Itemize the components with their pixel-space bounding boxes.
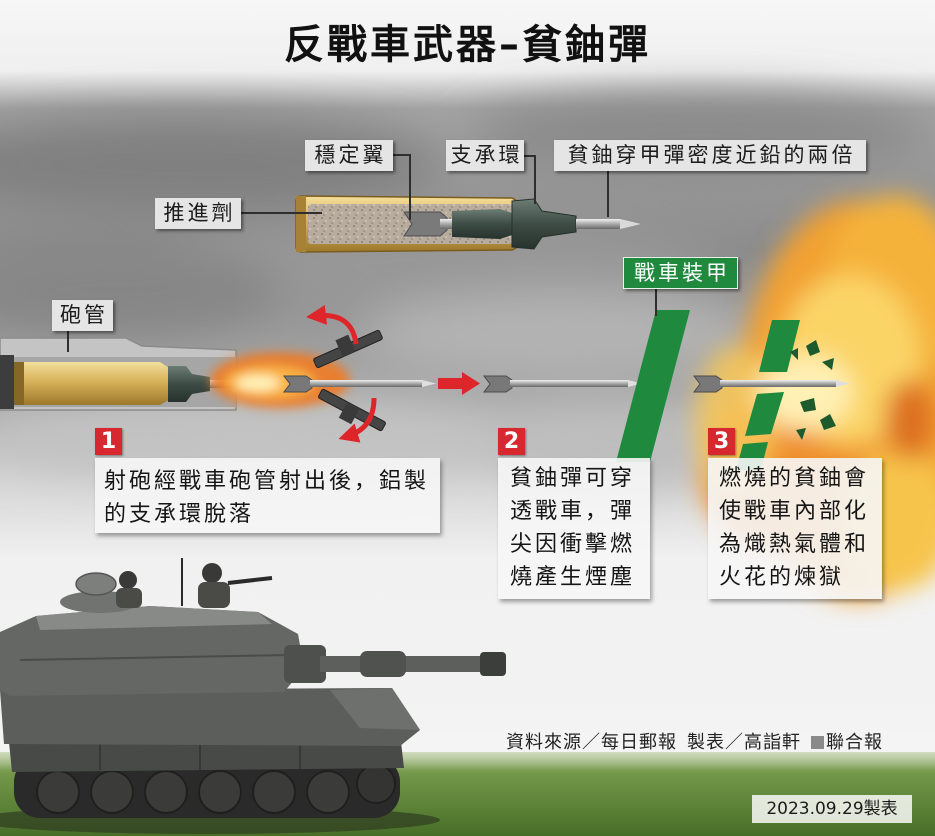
step-1-badge: 1 [95, 428, 122, 455]
step-line: 燃燒的貧鈾會 [719, 462, 882, 495]
crew-head [202, 563, 222, 583]
crew-body [198, 582, 230, 608]
crew-body [116, 588, 142, 608]
rod-body [510, 380, 628, 387]
label-gun-barrel: 砲管 [52, 300, 113, 331]
step-line: 的支承環脫落 [104, 498, 440, 531]
credits-line: 資料來源／每日郵報製表／高詣軒 聯合報 [506, 731, 883, 755]
step-3-badge: 3 [708, 428, 735, 455]
step-line: 為熾熱氣體和 [719, 528, 882, 561]
gun-mantlet [284, 645, 326, 683]
step-line: 尖因衝擊燃 [510, 528, 650, 561]
cartridge-rim [296, 196, 306, 252]
breech-block [0, 355, 14, 409]
sabot-inner [452, 209, 512, 239]
step-line: 燒產生煙塵 [510, 561, 650, 594]
gun-muzzle [480, 652, 506, 676]
road-wheel [91, 771, 133, 813]
step-1-text: 射砲經戰車砲管射出後，鋁製 的支承環脫落 [95, 458, 440, 533]
sight-housing [76, 573, 116, 595]
date-stamp: 2023.09.29製表 [752, 795, 912, 823]
label-stabilizer-fin: 穩定翼 [305, 140, 393, 171]
label-tank-armor: 戰車裝甲 [623, 257, 738, 289]
fireball-dark [885, 380, 935, 460]
step-2-badge: 2 [498, 428, 525, 455]
penetrator-rod-outer [576, 219, 620, 229]
step-2-text: 貧鈾彈可穿 透戰車，彈 尖因衝擊燃 燒產生煙塵 [498, 458, 650, 599]
step-line: 透戰車，彈 [510, 495, 650, 528]
road-wheel [307, 771, 349, 813]
step-line: 火花的煉獄 [719, 561, 882, 594]
credit-publisher: 聯合報 [826, 732, 883, 753]
smoke-cloud [360, 290, 760, 380]
chambered-cartridge [14, 362, 172, 405]
road-wheel [253, 771, 295, 813]
credit-source: 資料來源／每日郵報 [506, 732, 677, 753]
credit-made-by: 製表／高詣軒 [687, 732, 801, 753]
chambered-cartridge-rim [14, 362, 24, 405]
label-support-ring: 支承環 [446, 140, 524, 171]
page-title: 反戰車武器–貧鈾彈 [0, 19, 935, 71]
crew-head [119, 571, 137, 589]
road-wheel [145, 771, 187, 813]
flash-core [236, 375, 280, 391]
road-wheel [199, 771, 241, 813]
step-3-text: 燃燒的貧鈾會 使戰車內部化 為熾熱氣體和 火花的煉獄 [708, 458, 882, 599]
road-wheel [37, 771, 79, 813]
label-propellant: 推進劑 [155, 198, 241, 229]
fume-extractor [360, 651, 406, 677]
rod-body [310, 380, 422, 387]
publisher-logo-square [811, 736, 824, 749]
label-density-note: 貧鈾穿甲彈密度近鉛的兩倍 [554, 140, 866, 171]
step-line: 射砲經戰車砲管射出後，鋁製 [104, 465, 440, 498]
step-line: 使戰車內部化 [719, 495, 882, 528]
idler-wheel [357, 765, 395, 803]
step-line: 貧鈾彈可穿 [510, 462, 650, 495]
rod-body [720, 380, 836, 387]
